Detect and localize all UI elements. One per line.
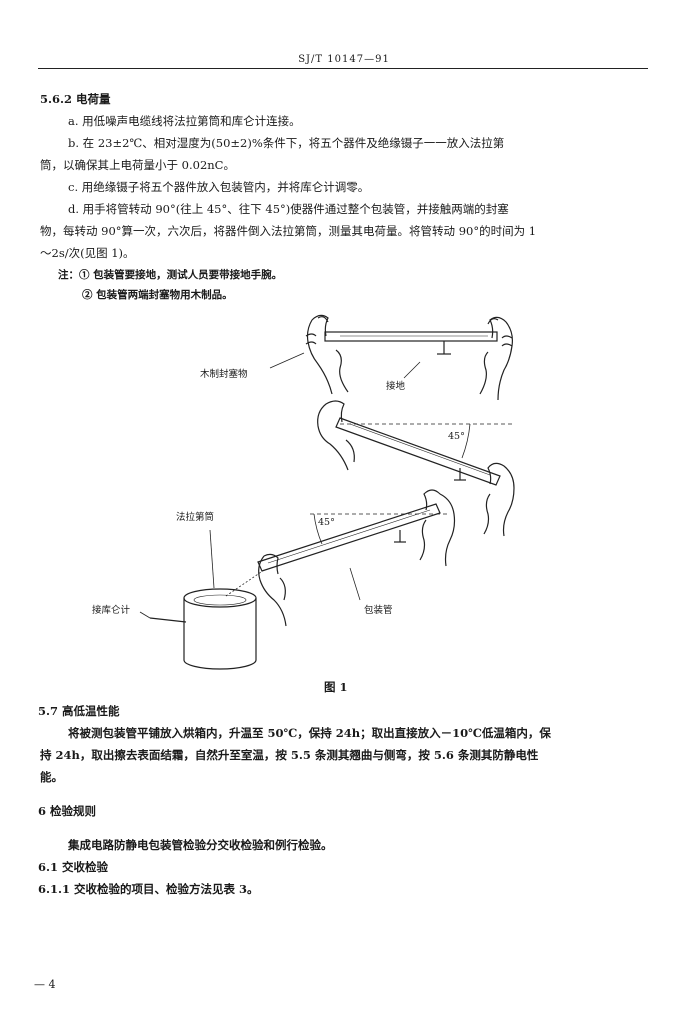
note-2: ② 包装管两端封塞物用木制品。 (82, 289, 233, 301)
item-d-line1: d. 用手将管转动 90°(往上 45°、往下 45°)使器件通过整个包装管，并… (68, 202, 509, 216)
item-d-line2: 物，每转动 90°算一次，六次后，将器件倒入法拉第筒，测量其电荷量。将管转动 9… (40, 224, 537, 238)
section-5-7-line2: 持 24h，取出擦去表面结霜，自然升至室温，按 5.5 条测其翘曲与侧弯，按 5… (40, 748, 539, 762)
hand-right-bottom (419, 489, 456, 567)
item-c: c. 用绝缘镊子将五个器件放入包装管内，并将库仑计调零。 (68, 180, 370, 194)
section-5-7-line3: 能。 (40, 770, 63, 784)
label-faraday: 法拉第筒 (176, 512, 215, 523)
tube-tilted-down (335, 417, 501, 486)
item-a: a. 用低噪声电缆线将法拉第筒和库仑计连接。 (68, 114, 301, 128)
label-wood-plug: 木制封塞物 (200, 369, 248, 380)
tube-horizontal (324, 331, 498, 342)
label-tube: 包装管 (364, 605, 393, 616)
section-6-1-title: 6.1 交收检验 (38, 860, 109, 874)
coulomb-cable (149, 617, 187, 623)
item-d-line3: ～2s/次(见图 1)。 (40, 246, 135, 260)
leader-tube (349, 567, 361, 601)
leader-wood-plug (269, 352, 305, 369)
faraday-cylinder (183, 588, 257, 670)
section-6-1-1-text: 6.1.1 交收检验的项目、检验方法见表 3。 (38, 882, 259, 896)
hand-left-middle (317, 400, 355, 471)
label-coulomb: 接库仑计 (92, 605, 131, 616)
hand-right-top (479, 316, 513, 401)
leader-ground (403, 361, 421, 379)
section-5-7-line1: 将被测包装管平铺放入烘箱内，升温至 50℃，保持 24h；取出直接放入－10℃低… (68, 726, 551, 740)
section-5-6-2-title: 5.6.2 电荷量 (40, 92, 111, 106)
item-b-line1: b. 在 23±2℃、相对湿度为(50±2)%条件下，将五个器件及绝缘镊子一一放… (68, 136, 505, 150)
leader-coulomb (139, 611, 151, 619)
figure-caption: 图 1 (324, 680, 348, 694)
hand-left-bottom (258, 553, 287, 627)
section-6-title: 6 检验规则 (38, 804, 97, 818)
note-1: 注：① 包装管要接地，测试人员要带接地手腕。 (58, 269, 283, 281)
angle-arc-bottom (313, 513, 323, 545)
header-rule (38, 68, 648, 69)
label-angle-upper: 45° (448, 431, 465, 442)
hand-right-middle (483, 462, 515, 537)
label-ground: 接地 (386, 381, 406, 392)
page-number: — 4 (34, 978, 56, 991)
page-header-standard-code: SJ/T 10147—91 (298, 54, 390, 65)
item-b-line2: 筒，以确保其上电荷量小于 0.02nC。 (40, 158, 235, 172)
label-angle-lower: 45° (318, 517, 335, 528)
hand-left-top (305, 314, 349, 395)
tube-tilted-up (257, 503, 441, 572)
angle-arc-middle (461, 423, 471, 459)
section-5-7-title: 5.7 高低温性能 (38, 704, 120, 718)
section-6-paragraph: 集成电路防静电包装管检验分交收检验和例行检验。 (68, 838, 333, 852)
leader-faraday (209, 529, 215, 589)
